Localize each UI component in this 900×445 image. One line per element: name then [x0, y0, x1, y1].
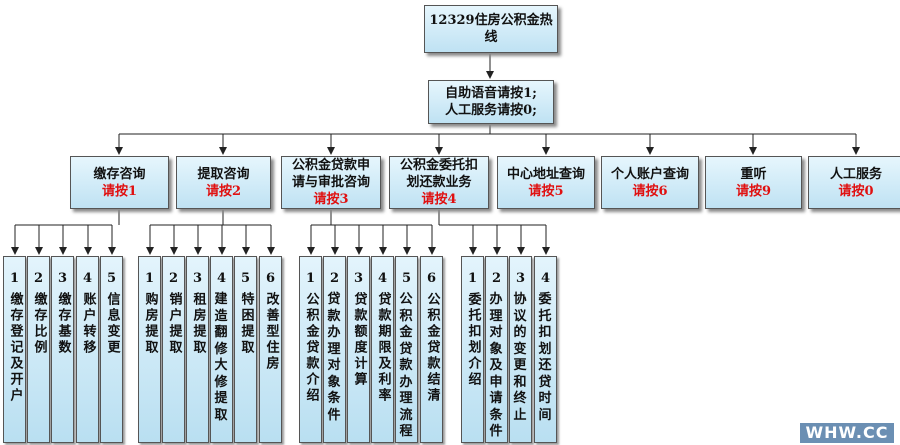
category-key: 请按1 — [101, 183, 138, 199]
category-name: 公积金贷款申请与审批咨询 — [291, 158, 370, 190]
leaf-number: 1 — [467, 271, 478, 286]
category-key: 请按2 — [205, 183, 242, 199]
category-node-deposit: 缴存咨询 请按1 — [70, 156, 169, 209]
menu-line-self-service: 自助语音请按1; — [445, 86, 537, 101]
category-key: 请按5 — [528, 183, 564, 199]
leaf-node: 2 缴存比例 — [27, 256, 50, 443]
leaf-label: 改善型住房 — [263, 292, 279, 372]
hotline-title: 12329住房公积金热线 — [429, 13, 553, 45]
leaf-node: 6 公积金贷款结清 — [420, 256, 443, 443]
category-name: 个人账户查询 — [610, 166, 689, 182]
leaf-label: 账户转移 — [80, 292, 96, 356]
leaf-label: 建造翻修大修提取 — [214, 292, 228, 423]
category-node-address: 中心地址查询 请按5 — [497, 156, 595, 209]
leaf-node: 1 购房提取 — [138, 256, 161, 443]
leaf-node: 3 贷款额度计算 — [347, 256, 370, 443]
leaf-node: 5 信息变更 — [100, 256, 123, 443]
category-name: 缴存咨询 — [93, 166, 146, 182]
leaf-number: 5 — [106, 271, 117, 286]
leaf-label: 协议的变更和终止 — [513, 292, 527, 423]
leaf-number: 3 — [515, 271, 526, 286]
category-key: 请按9 — [735, 183, 772, 199]
leaf-label: 购房提取 — [142, 292, 158, 356]
leaf-node: 2 办理对象及申请条件 — [485, 256, 508, 443]
leaf-label: 缴存登记及开户 — [7, 292, 23, 404]
leaf-number: 2 — [329, 271, 340, 286]
leaf-number: 2 — [491, 271, 502, 286]
leaf-node: 2 贷款办理对象条件 — [323, 256, 346, 443]
hotline-root-node: 12329住房公积金热线 — [424, 5, 558, 53]
leaf-node: 4 委托扣划还贷时间 — [534, 256, 557, 443]
leaf-number: 4 — [377, 271, 388, 286]
leaf-node: 4 账户转移 — [76, 256, 99, 443]
leaf-node: 3 协议的变更和终止 — [509, 256, 532, 443]
leaf-label: 委托扣划还贷时间 — [538, 292, 552, 423]
menu-line-manual-service: 人工服务请按0; — [445, 103, 537, 118]
category-node-withdrawal: 提取咨询 请按2 — [176, 156, 271, 209]
category-key: 请按6 — [632, 183, 668, 199]
leaf-label: 公积金贷款办理流程 — [399, 292, 413, 439]
category-name: 重听 — [740, 166, 767, 182]
leaf-number: 3 — [192, 271, 203, 286]
leaf-number: 6 — [265, 271, 276, 286]
leaf-node: 4 建造翻修大修提取 — [210, 256, 233, 443]
leaf-number: 2 — [168, 271, 179, 286]
leaf-node: 3 租房提取 — [186, 256, 209, 443]
leaf-label: 公积金贷款结清 — [424, 292, 440, 404]
watermark-badge: WHW.CC — [800, 423, 894, 443]
leaf-node: 2 销户提取 — [162, 256, 185, 443]
category-key: 请按0 — [838, 183, 874, 199]
leaf-label: 贷款期限及利率 — [375, 292, 391, 404]
leaf-label: 办理对象及申请条件 — [489, 292, 503, 439]
leaf-node: 1 委托扣划介绍 — [461, 256, 484, 443]
leaf-number: 1 — [305, 271, 316, 286]
category-key: 请按3 — [313, 192, 349, 207]
category-name: 人工服务 — [829, 166, 882, 182]
leaf-number: 3 — [353, 271, 364, 286]
leaf-number: 1 — [9, 271, 20, 286]
leaf-label: 特困提取 — [238, 292, 254, 356]
leaf-node: 5 特困提取 — [234, 256, 257, 443]
leaf-node: 1 缴存登记及开户 — [3, 256, 26, 443]
category-node-manual: 人工服务 请按0 — [808, 156, 900, 209]
category-node-account: 个人账户查询 请按6 — [601, 156, 699, 209]
leaf-number: 4 — [216, 271, 227, 286]
leaf-label: 缴存基数 — [55, 292, 71, 356]
leaf-label: 贷款额度计算 — [351, 292, 367, 388]
leaf-number: 5 — [401, 271, 412, 286]
category-node-loan: 公积金贷款申请与审批咨询 请按3 — [281, 156, 381, 209]
watermark-text: WHW.CC — [805, 423, 889, 442]
leaf-node: 1 公积金贷款介绍 — [299, 256, 322, 443]
category-key: 请按4 — [421, 192, 457, 207]
leaf-number: 4 — [82, 271, 93, 286]
leaf-label: 信息变更 — [104, 292, 120, 356]
leaf-number: 2 — [33, 271, 44, 286]
category-name: 中心地址查询 — [506, 166, 585, 182]
leaf-number: 6 — [426, 271, 437, 286]
leaf-number: 5 — [240, 271, 251, 286]
category-name: 提取咨询 — [197, 166, 250, 182]
leaf-node: 4 贷款期限及利率 — [371, 256, 394, 443]
leaf-number: 3 — [57, 271, 68, 286]
leaf-node: 3 缴存基数 — [51, 256, 74, 443]
main-menu-node: 自助语音请按1; 人工服务请按0; — [428, 80, 554, 124]
leaf-node: 5 公积金贷款办理流程 — [395, 256, 418, 443]
category-node-entrusted-deduction: 公积金委托扣划还款业务 请按4 — [389, 156, 489, 209]
leaf-label: 公积金贷款介绍 — [303, 292, 319, 404]
leaf-label: 销户提取 — [166, 292, 182, 356]
leaf-number: 4 — [540, 271, 551, 286]
leaf-label: 租房提取 — [190, 292, 206, 356]
category-name: 公积金委托扣划还款业务 — [399, 158, 478, 190]
category-node-repeat: 重听 请按9 — [705, 156, 802, 209]
leaf-label: 缴存比例 — [31, 292, 47, 356]
leaf-label: 贷款办理对象条件 — [327, 292, 341, 423]
leaf-node: 6 改善型住房 — [259, 256, 282, 443]
leaf-label: 委托扣划介绍 — [465, 292, 481, 388]
leaf-number: 1 — [144, 271, 155, 286]
